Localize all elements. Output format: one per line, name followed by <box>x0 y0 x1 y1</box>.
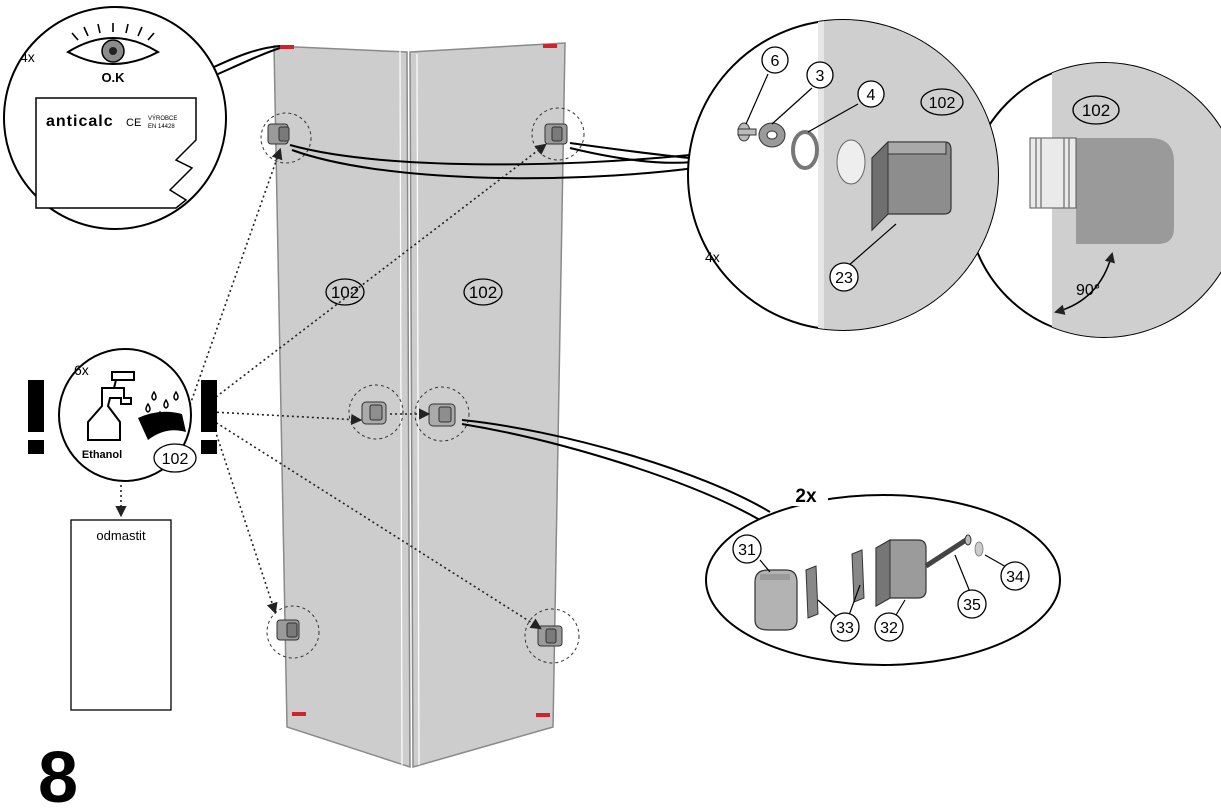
part-label-32: 32 <box>874 612 904 642</box>
brand-marker-bottom-left <box>292 712 306 716</box>
part-34-washer <box>974 541 984 557</box>
cleaning-panel-ref: 102 <box>153 443 197 473</box>
svg-text:31: 31 <box>738 542 756 559</box>
svg-text:32: 32 <box>880 620 898 637</box>
part-label-34: 34 <box>1000 561 1030 591</box>
brand-marker-top-right <box>543 44 557 48</box>
part-31-cap <box>754 569 798 631</box>
hinge-top-left <box>260 112 312 164</box>
panel-label-left: 102 <box>325 278 365 306</box>
connector-detail-callout: 2x 31 33 <box>705 484 1061 666</box>
anticalc-logo: anticalc <box>46 113 114 130</box>
part-32-clamp <box>875 539 927 608</box>
hinge-top-right <box>531 107 585 161</box>
part-35-bolt <box>924 537 968 569</box>
maker-line-1: VÝROBCE <box>148 115 177 122</box>
hinge-bottom-left <box>266 605 320 659</box>
shower-panel-left <box>273 45 411 769</box>
part-label-33: 33 <box>830 612 860 642</box>
part-label-4: 4 <box>857 80 885 108</box>
hinge-bottom-right <box>524 608 580 664</box>
angle-panel-ref: 102 <box>1072 95 1120 125</box>
inspection-callout: 4x O.K anticalc CE VÝROBCE EN 14428 <box>3 6 227 230</box>
brand-marker-top-left <box>280 45 294 49</box>
cleaning-callout: 6x Ethanol 102 odmastit <box>28 348 217 711</box>
part-6-screw <box>737 122 757 142</box>
svg-text:102: 102 <box>331 283 359 302</box>
svg-text:102: 102 <box>162 451 189 468</box>
connector-mid-right <box>414 386 470 442</box>
part-label-3: 3 <box>806 61 834 89</box>
callout-tail-top-detail <box>289 142 696 180</box>
svg-text:23: 23 <box>835 270 853 287</box>
brand-marker-bottom-right <box>536 713 550 717</box>
step-number: 8 <box>38 738 78 810</box>
part-label-102: 102 <box>920 88 964 116</box>
part-label-6: 6 <box>761 46 789 74</box>
label-sticker <box>35 97 197 209</box>
ethanol-label: Ethanol <box>82 449 122 461</box>
svg-text:102: 102 <box>929 95 956 112</box>
cleaning-arrows <box>115 143 547 630</box>
part-label-31: 31 <box>732 534 762 564</box>
part-33-gasket-a <box>805 565 819 619</box>
ce-mark: CE <box>126 117 141 129</box>
svg-text:6: 6 <box>771 53 780 70</box>
callout-tail-inspection <box>213 45 281 75</box>
cleaning-count: 6x <box>74 362 89 378</box>
ok-label: O.K <box>101 70 125 85</box>
degrease-label: odmastit <box>96 528 146 543</box>
part-33-gasket-b <box>851 549 865 603</box>
hinge-detail-callout: 4x 6 3 4 102 <box>687 19 999 331</box>
part-label-35: 35 <box>957 589 987 619</box>
svg-text:102: 102 <box>469 283 497 302</box>
angle-detail-callout: 90° 102 <box>966 62 1221 338</box>
svg-text:34: 34 <box>1006 569 1024 586</box>
part-label-23: 23 <box>829 262 859 292</box>
exclamation-icon-left <box>28 380 44 454</box>
degrease-note-box <box>70 519 172 711</box>
connector-mid-left <box>348 384 404 440</box>
hinge-count: 4x <box>705 249 720 265</box>
callout-tail-mid-detail <box>461 419 771 521</box>
angle-arrow <box>1053 251 1115 315</box>
panel-label-right: 102 <box>463 278 503 306</box>
eye-icon <box>65 23 161 65</box>
spray-bottle-icon <box>87 371 135 441</box>
inspection-count: 4x <box>20 49 35 65</box>
connector-count: 2x <box>795 486 817 507</box>
part-4-ring <box>791 130 819 170</box>
svg-text:4: 4 <box>867 87 876 104</box>
svg-text:33: 33 <box>836 620 854 637</box>
cloth-icon <box>138 411 186 440</box>
exclamation-icon-right <box>201 380 217 454</box>
shower-panel-right <box>409 42 566 768</box>
svg-text:3: 3 <box>816 68 825 85</box>
maker-line-2: EN 14428 <box>148 124 175 130</box>
svg-text:102: 102 <box>1082 101 1110 120</box>
svg-text:35: 35 <box>963 597 981 614</box>
angle-label: 90° <box>1076 282 1100 299</box>
